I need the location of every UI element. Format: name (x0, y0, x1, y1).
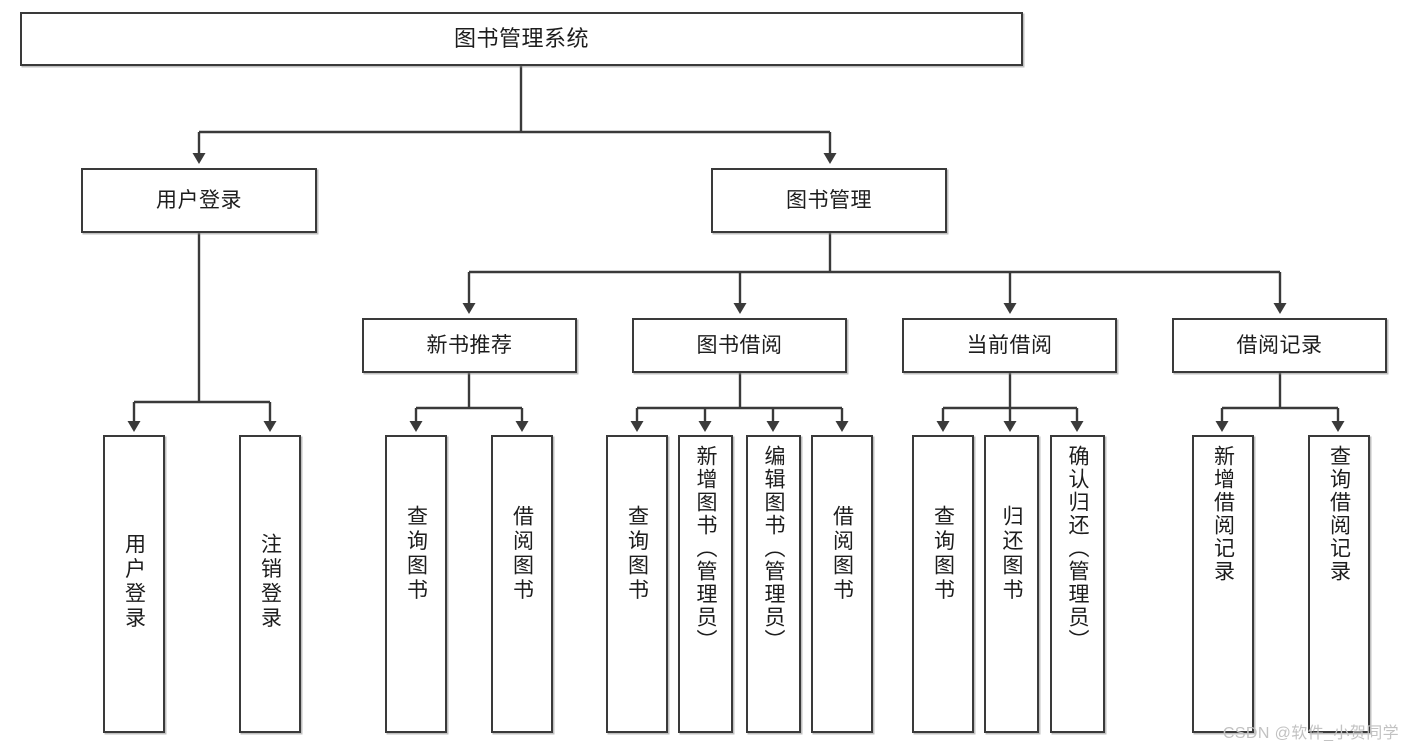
leaf-confirm-return-admin[interactable]: 确认归还（管理员） (1050, 435, 1105, 733)
node-label: 新书推荐 (426, 333, 513, 357)
leaf-query-book-borrow[interactable]: 查询图书 (606, 435, 668, 733)
node-label: 图书借阅 (696, 333, 783, 357)
node-user-login[interactable]: 用户登录 (81, 168, 317, 233)
node-label: 图书管理系统 (453, 25, 589, 51)
node-label: 查询图书 (404, 505, 428, 603)
node-label: 新增图书（管理员） (694, 445, 717, 652)
node-borrow-record[interactable]: 借阅记录 (1172, 318, 1387, 373)
leaf-borrow-book-new[interactable]: 借阅图书 (491, 435, 553, 733)
node-label: 查询借阅记录 (1327, 445, 1351, 583)
node-new-book-rec[interactable]: 新书推荐 (362, 318, 577, 373)
node-book-borrow[interactable]: 图书借阅 (632, 318, 847, 373)
node-label: 归还图书 (1000, 505, 1023, 603)
node-label: 编辑图书（管理员） (762, 445, 785, 652)
node-current-borrow[interactable]: 当前借阅 (902, 318, 1117, 373)
node-label: 用户登录 (156, 188, 242, 212)
leaf-add-book-admin[interactable]: 新增图书（管理员） (678, 435, 733, 733)
leaf-query-borrow-record[interactable]: 查询借阅记录 (1308, 435, 1370, 733)
node-label: 查询图书 (625, 505, 649, 603)
leaf-user-logout[interactable]: 注销登录 (239, 435, 301, 733)
node-label: 新增借阅记录 (1211, 445, 1235, 583)
leaf-query-book-current[interactable]: 查询图书 (912, 435, 974, 733)
node-book-manage[interactable]: 图书管理 (711, 168, 947, 233)
node-label: 查询图书 (931, 505, 955, 603)
node-label: 图书管理 (786, 188, 872, 212)
node-label: 确认归还（管理员） (1066, 445, 1089, 652)
node-root-book-management-system[interactable]: 图书管理系统 (20, 12, 1023, 66)
node-label: 借阅图书 (830, 505, 854, 603)
node-label: 借阅记录 (1236, 333, 1323, 357)
leaf-user-login[interactable]: 用户登录 (103, 435, 165, 733)
node-label: 借阅图书 (510, 505, 534, 603)
leaf-query-book-new[interactable]: 查询图书 (385, 435, 447, 733)
node-label: 注销登录 (258, 533, 282, 631)
leaf-edit-book-admin[interactable]: 编辑图书（管理员） (746, 435, 801, 733)
leaf-return-book[interactable]: 归还图书 (984, 435, 1039, 733)
node-label: 用户登录 (122, 533, 146, 631)
node-label: 当前借阅 (966, 333, 1053, 357)
watermark: CSDN @软件_小贺同学 (1222, 725, 1399, 742)
leaf-add-borrow-record[interactable]: 新增借阅记录 (1192, 435, 1254, 733)
leaf-borrow-book-borrow[interactable]: 借阅图书 (811, 435, 873, 733)
